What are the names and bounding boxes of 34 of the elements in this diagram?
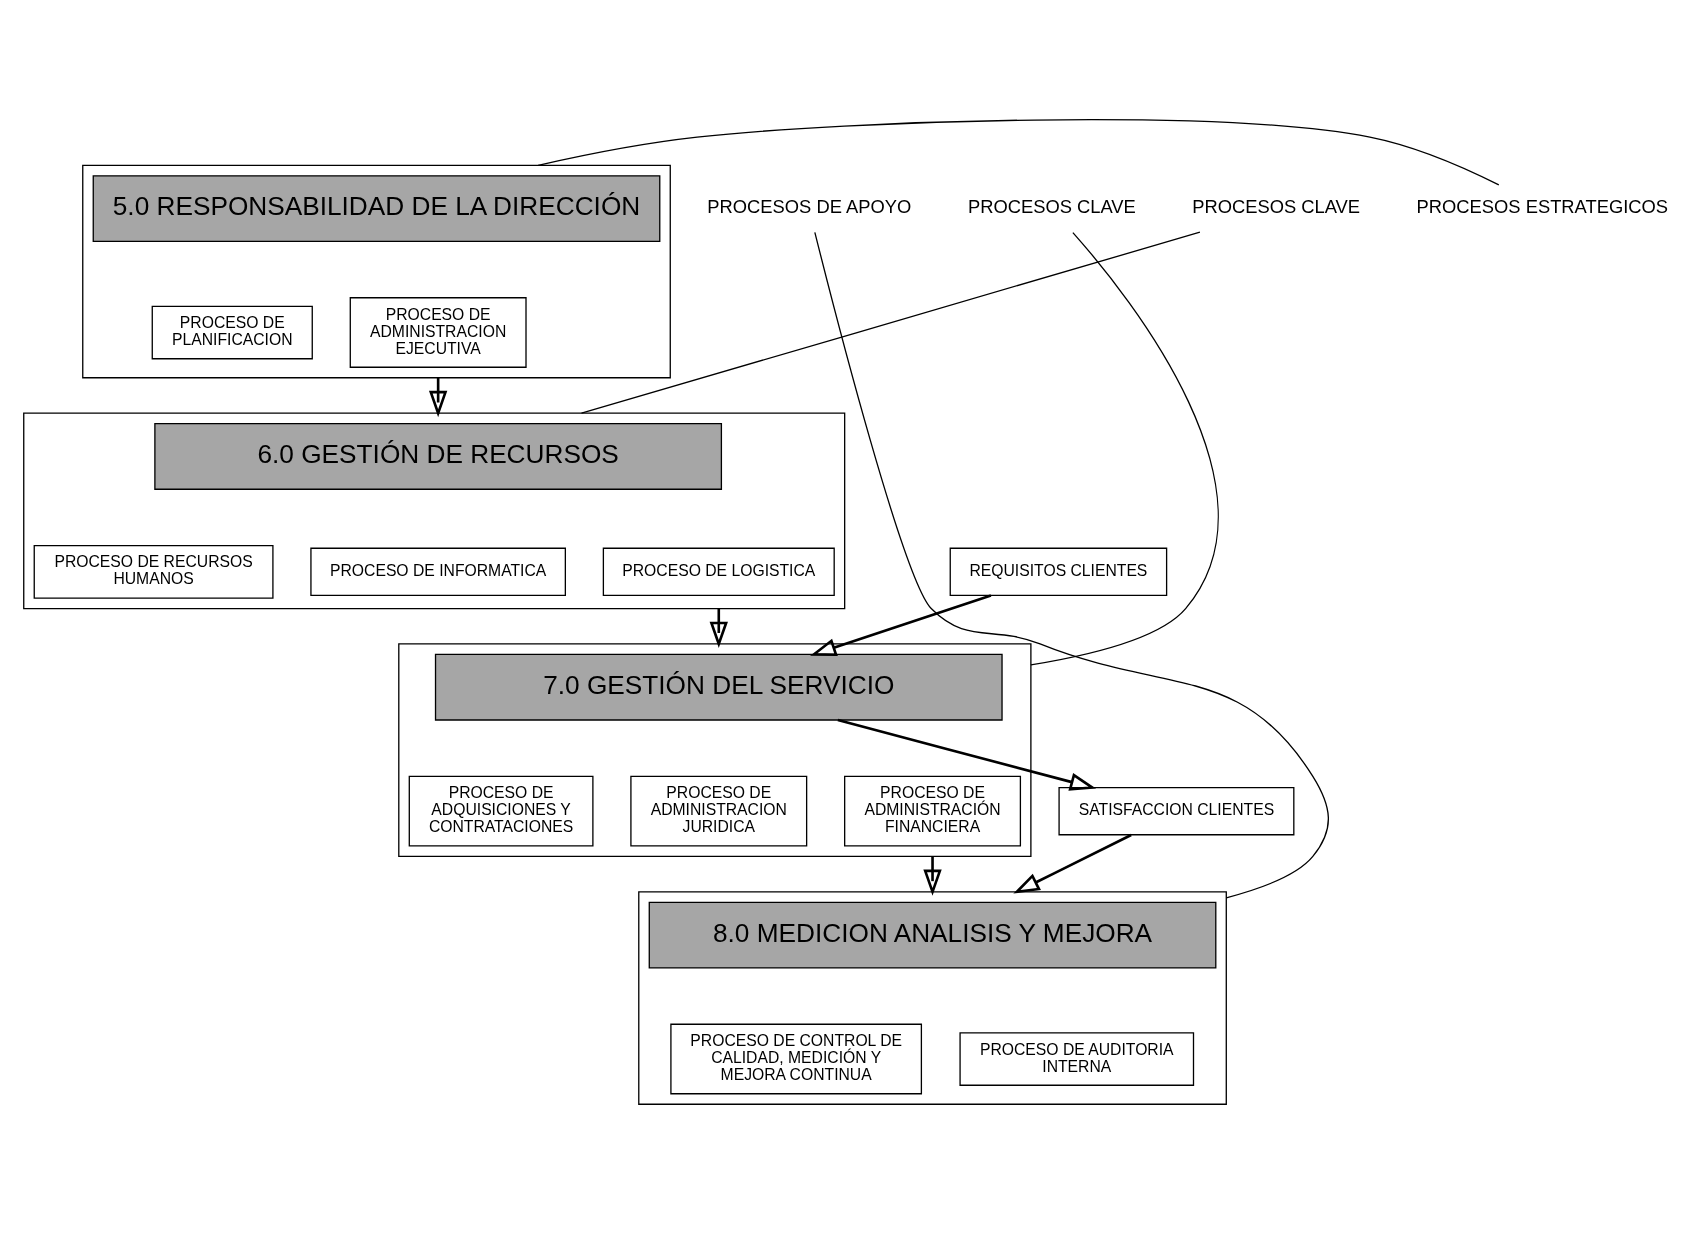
node-box: PROCESO DE AUDITORIA INTERNA <box>959 1032 1195 1086</box>
connector <box>1030 231 1219 666</box>
node-box: SATISFACCION CLIENTES <box>1058 786 1295 836</box>
node-text: PROCESOS CLAVE <box>967 196 1136 218</box>
node-box: PROCESO DE LOGISTICA <box>602 547 835 597</box>
node-box: 8.0 MEDICION ANALISIS Y MEJORA <box>648 901 1217 969</box>
node-box: PROCESO DE ADMINISTRACION JURIDICA <box>630 775 808 847</box>
node-box: 7.0 GESTIÓN DEL SERVICIO <box>434 653 1003 721</box>
connector <box>537 119 1500 186</box>
cluster <box>398 643 1032 858</box>
node-box: REQUISITOS CLIENTES <box>949 547 1168 597</box>
arrow <box>709 608 728 648</box>
node-box: PROCESO DE CONTROL DE CALIDAD, MEDICIÓN Y MEJORA CONTINUA <box>670 1023 923 1095</box>
connector <box>580 231 1201 414</box>
cluster <box>23 412 846 610</box>
cluster <box>638 891 1227 1105</box>
cluster <box>82 164 671 379</box>
arrow <box>810 594 992 657</box>
node-text: PROCESOS ESTRATEGICOS <box>1416 196 1669 218</box>
node-box: PROCESO DE ADMINISTRACION EJECUTIVA <box>349 297 527 368</box>
node-box: PROCESO DE ADQUISICIONES Y CONTRATACIONES <box>408 775 594 847</box>
node-text: PROCESOS DE APOYO <box>707 196 912 218</box>
arrow <box>837 718 1097 791</box>
node-box: PROCESO DE PLANIFICACION <box>151 305 313 360</box>
node-box: 6.0 GESTIÓN DE RECURSOS <box>154 423 723 490</box>
node-box: PROCESO DE ADMINISTRACIÓN FINANCIERA <box>844 775 1022 847</box>
node-text: PROCESOS CLAVE <box>1192 196 1361 218</box>
node-box: PROCESO DE INFORMATICA <box>310 547 566 597</box>
connector <box>814 231 1329 899</box>
arrow <box>428 377 448 418</box>
arrow <box>1013 833 1132 894</box>
node-box: 5.0 RESPONSABILIDAD DE LA DIRECCIÓN <box>92 175 661 243</box>
node-box: PROCESO DE RECURSOS HUMANOS <box>33 544 274 599</box>
arrow <box>923 856 942 896</box>
